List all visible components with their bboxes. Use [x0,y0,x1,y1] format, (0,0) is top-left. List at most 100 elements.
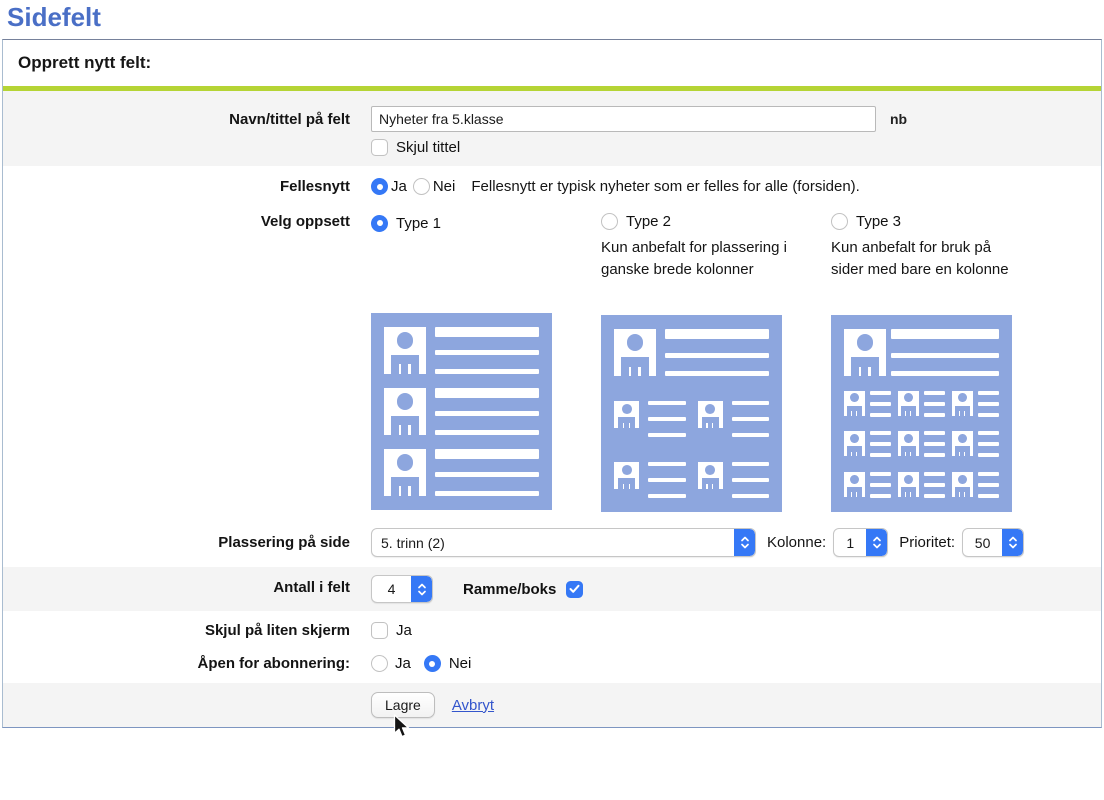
row-layout-choice: Velg oppsett Type 1 [3,201,1101,522]
text-line-bar [435,448,539,459]
person-icon [697,401,723,428]
person-icon [844,329,886,376]
subscription-nei-radio[interactable] [423,655,441,672]
preview-item [844,471,891,498]
text-line-bar [731,478,769,482]
cancel-link[interactable]: Avbryt [451,696,495,714]
preview-row [844,329,999,376]
field-title-input[interactable] [371,106,876,132]
person-body [955,486,970,497]
person-head [958,434,967,444]
text-line-bar [665,371,769,376]
stepper-icon [866,529,888,556]
person-head [904,393,913,403]
hide-small-checkbox[interactable] [371,622,388,639]
subscription-ja-radio[interactable] [371,655,388,672]
person-body [620,357,650,376]
person-icon [952,431,973,457]
text-line-bar [665,352,769,358]
frame-checkbox[interactable] [566,580,584,598]
person-body [847,405,862,416]
type2-preview-image [601,315,782,512]
person-icon [697,462,723,489]
person-head [850,474,859,484]
prioritet-select-value: 50 [974,534,991,551]
fellesnytt-ja-label: Ja [391,178,407,195]
text-line-bar [978,453,999,458]
text-line-bar [870,412,891,417]
text-line-bar [665,329,769,339]
fellesnytt-help-text: Fellesnytt er typisk nyheter som er fell… [471,178,860,195]
placement-label: Plassering på side [218,534,350,551]
preview-row [844,390,999,417]
text-lines [924,431,945,458]
type3-radio[interactable] [831,213,848,230]
count-select-value: 4 [387,581,396,597]
page-select[interactable]: 5. trinn (2) [371,528,756,557]
row-actions: Lagre Avbryt [3,683,1101,727]
text-line-bar [978,412,999,417]
person-head [396,331,414,349]
type1-preview-image [371,312,552,510]
person-head [856,334,874,352]
type2-description: Kun anbefalt for plassering i ganske bre… [601,239,787,278]
preview-item [384,387,539,435]
save-button[interactable]: Lagre [371,692,435,718]
type1-description [371,235,566,301]
person-icon [898,471,919,497]
layout-option-type3: Type 3 Kun anbefalt for bruk på sider me… [831,213,1061,512]
person-head [396,453,414,471]
kolonne-select[interactable]: 1 [833,528,889,557]
count-select[interactable]: 4 [371,575,433,603]
person-head [705,464,715,475]
preview-row [844,431,999,458]
prioritet-label: Prioritet: [899,534,956,551]
text-line-bar [435,429,539,435]
person-head [850,393,859,403]
text-lines [731,462,769,498]
text-line-bar [978,431,999,436]
subscription-nei-label: Nei [448,655,472,672]
text-line-bar [891,371,999,376]
fellesnytt-ja-radio[interactable] [371,178,388,195]
preview-item [384,448,539,496]
text-lines [435,326,539,374]
text-line-bar [435,490,539,496]
person-icon [384,387,426,435]
page-title: Sidefelt [7,2,101,32]
fellesnytt-nei-radio[interactable] [412,178,430,195]
preview-item [614,329,769,376]
text-line-bar [870,401,891,406]
text-lines [648,401,686,437]
preview-row [384,448,539,496]
green-separator [3,86,1101,91]
person-head [621,464,632,475]
preview-item [697,401,769,437]
prioritet-select[interactable]: 50 [962,528,1025,557]
preview-row [614,401,769,437]
text-lines [924,471,945,498]
type1-radio[interactable] [371,214,388,232]
hide-small-label: Skjul på liten skjerm [204,622,350,639]
hide-title-checkbox[interactable] [371,139,388,156]
page-select-value: 5. trinn (2) [381,534,445,551]
text-lines [870,390,891,417]
text-lines [870,431,891,458]
stepper-icon [734,529,755,556]
panel-header: Opprett nytt felt: [18,53,152,72]
text-line-bar [648,478,686,482]
person-head [621,403,632,414]
row-count: Antall i felt 4 Ramme/boks [3,567,1101,611]
person-head [904,474,913,484]
type3-label: Type 3 [856,213,902,230]
type2-radio[interactable] [601,213,618,230]
preview-item [844,329,999,376]
person-body [955,446,970,457]
person-head [850,434,859,444]
person-icon [844,390,865,416]
person-head [396,392,414,410]
kolonne-select-value: 1 [846,534,855,551]
text-line-bar [648,417,686,421]
preview-item [898,471,945,498]
